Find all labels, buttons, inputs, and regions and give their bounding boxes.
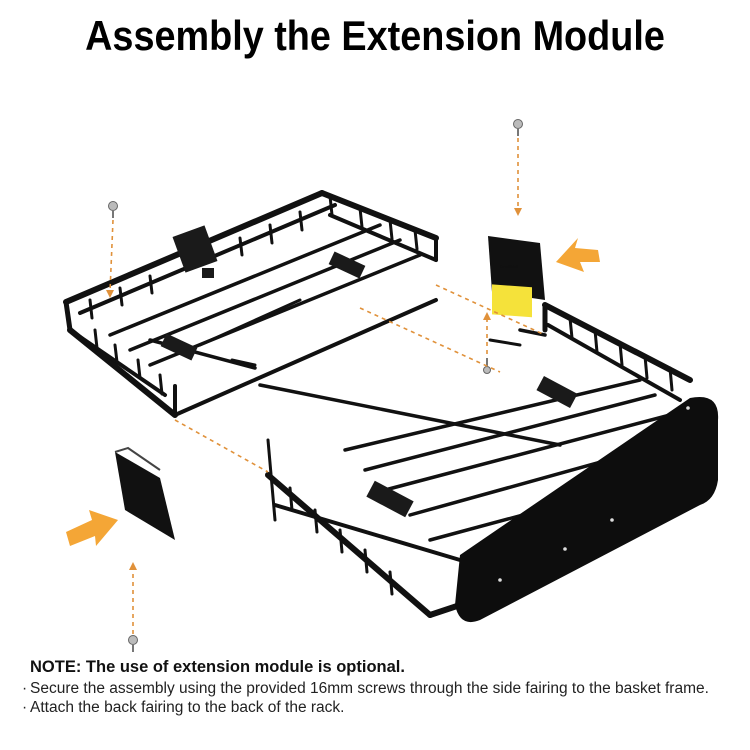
clamp — [366, 376, 578, 518]
note-heading: NOTE: The use of extension module is opt… — [30, 658, 405, 676]
note-bullet: · Attach the back fairing to the back of… — [22, 699, 345, 716]
guide-lines — [109, 138, 546, 634]
clamp — [160, 251, 366, 361]
left-side-plate — [115, 452, 175, 540]
rear-bracket — [172, 225, 218, 273]
screw-icon — [483, 358, 491, 374]
page-title: Assembly the Extension Module — [85, 12, 665, 59]
notes-section: NOTE: The use of extension module is opt… — [22, 658, 722, 717]
screw-icon — [513, 119, 523, 136]
right-side-plate: CAUTION — [488, 236, 545, 318]
rear-basket — [63, 190, 439, 418]
screw-icon — [128, 635, 138, 652]
insert-arrow-icon — [556, 238, 600, 272]
insert-arrow-icon — [66, 510, 118, 546]
note-bullet: · Secure the assembly using the provided… — [22, 680, 709, 697]
caution-label: CAUTION — [500, 264, 518, 269]
screw-icon — [108, 201, 118, 218]
wind-fairing — [455, 396, 719, 623]
